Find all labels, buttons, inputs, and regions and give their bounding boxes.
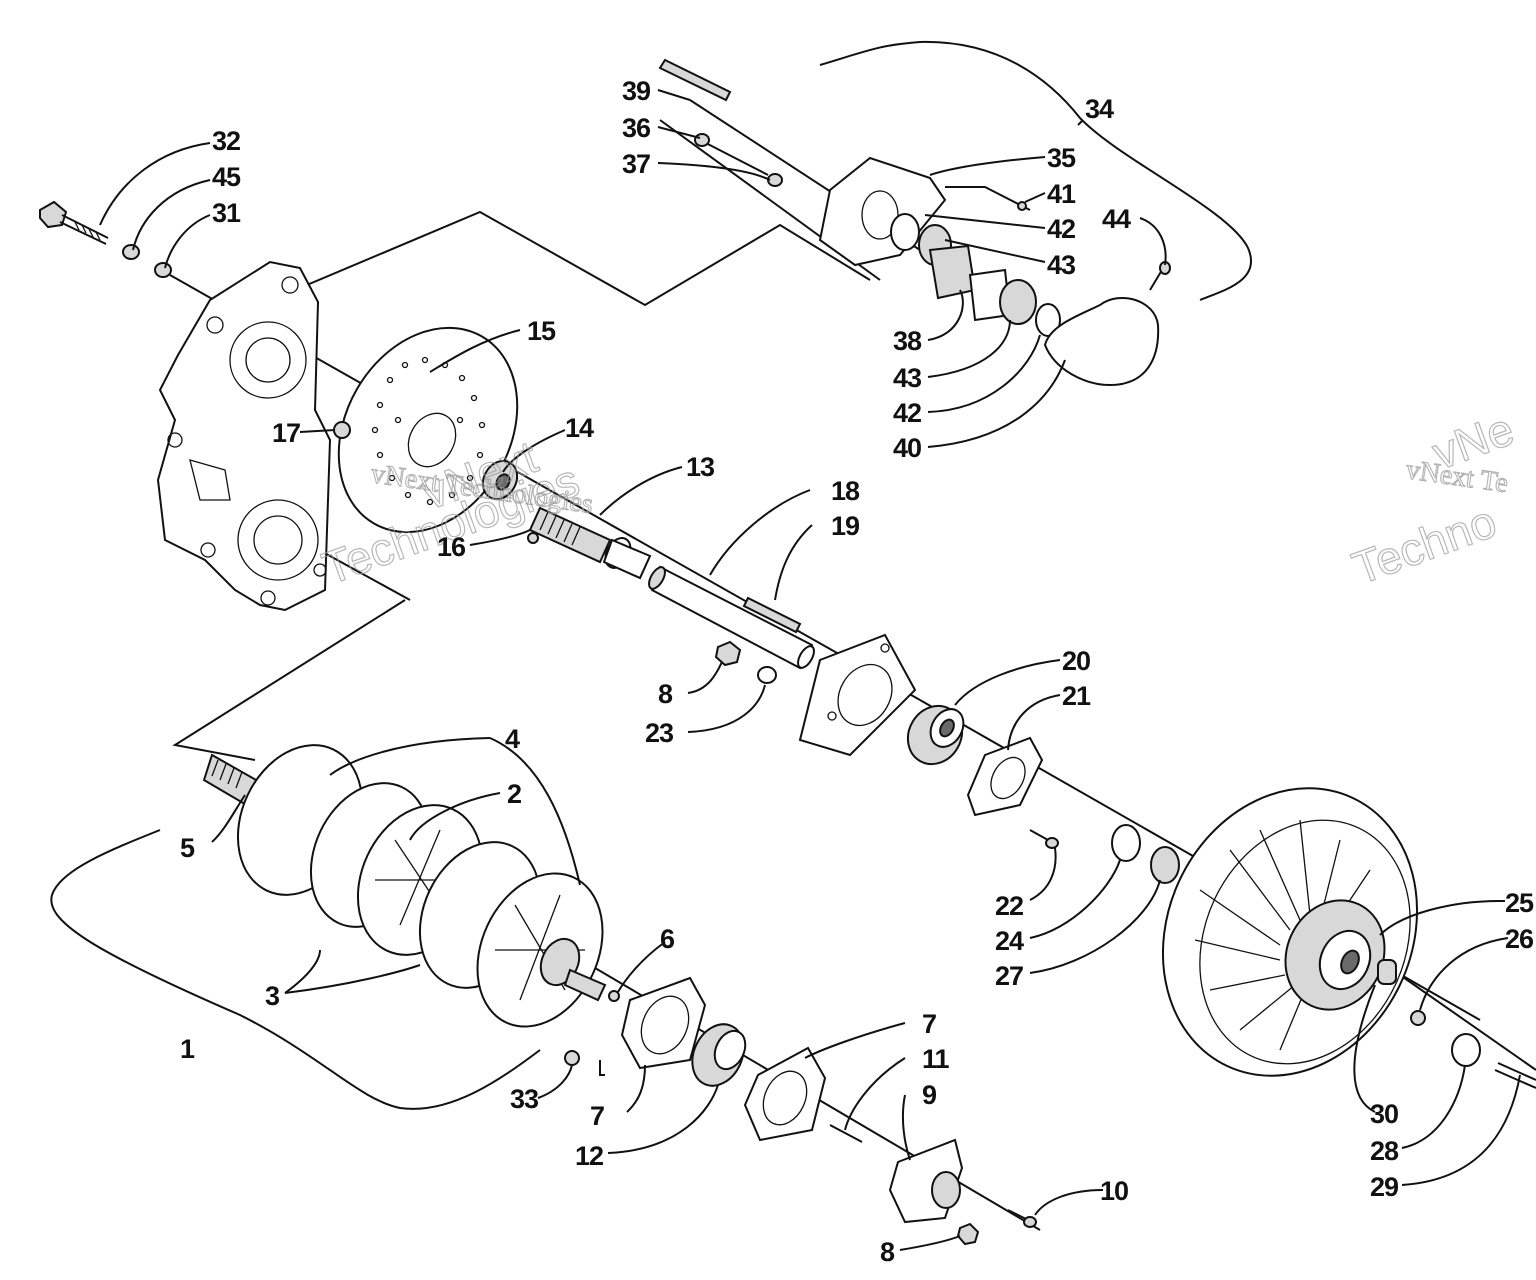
callout-labels: 32 45 31 39 36 37 34 35 41 42 43 44 38 4… bbox=[180, 76, 1535, 1267]
callout-10: 10 bbox=[1100, 1176, 1128, 1206]
flange-7-right bbox=[743, 1046, 827, 1142]
callout-36: 36 bbox=[622, 113, 651, 143]
bearing-20 bbox=[906, 704, 965, 766]
key-19 bbox=[742, 596, 802, 634]
callout-23: 23 bbox=[645, 718, 674, 748]
bolt-32 bbox=[39, 200, 109, 245]
bolt-10 bbox=[1007, 1209, 1037, 1228]
bearing-12 bbox=[691, 1023, 747, 1087]
leader-lines bbox=[99, 89, 1521, 1251]
bearing-housing-9 bbox=[888, 1138, 964, 1224]
callout-42: 42 bbox=[893, 398, 921, 428]
callout-40: 40 bbox=[893, 433, 921, 463]
callout-25: 25 bbox=[1505, 888, 1534, 918]
callout-18: 18 bbox=[831, 476, 860, 506]
spacer-30 bbox=[1377, 959, 1397, 985]
bolt-6 bbox=[608, 990, 620, 1002]
callout-16: 16 bbox=[437, 532, 466, 562]
callout-19: 19 bbox=[831, 511, 860, 541]
group-bracket-34 bbox=[819, 40, 1252, 301]
pin-11 bbox=[829, 1124, 863, 1143]
callout-30: 30 bbox=[1370, 1099, 1398, 1129]
washer-26 bbox=[1410, 1010, 1426, 1026]
callout-41: 41 bbox=[1047, 179, 1076, 209]
shaft-13 bbox=[528, 506, 652, 580]
callout-1: 1 bbox=[180, 1034, 195, 1064]
callout-42: 42 bbox=[1047, 214, 1075, 244]
callout-35: 35 bbox=[1047, 143, 1076, 173]
callout-14: 14 bbox=[565, 413, 594, 443]
callout-22: 22 bbox=[995, 891, 1023, 921]
callout-6: 6 bbox=[660, 924, 675, 954]
drive-shaft-sprocket-assembly bbox=[202, 744, 607, 1028]
washer-27 bbox=[1150, 846, 1180, 884]
callout-12: 12 bbox=[575, 1141, 603, 1171]
callout-43: 43 bbox=[893, 363, 922, 393]
callout-21: 21 bbox=[1062, 681, 1091, 711]
callout-3: 3 bbox=[265, 981, 280, 1011]
callout-26: 26 bbox=[1505, 924, 1534, 954]
callout-7: 7 bbox=[590, 1101, 604, 1131]
callout-31: 31 bbox=[212, 198, 241, 228]
callout-33: 33 bbox=[510, 1084, 539, 1114]
callout-4: 4 bbox=[505, 724, 520, 754]
callout-11: 11 bbox=[922, 1044, 950, 1074]
callout-38: 38 bbox=[893, 326, 922, 356]
callout-2: 2 bbox=[507, 779, 521, 809]
driven-clutch bbox=[1161, 787, 1419, 1077]
callout-32: 32 bbox=[212, 126, 240, 156]
brake-caliper-assembly bbox=[658, 58, 1171, 387]
callout-37: 37 bbox=[622, 149, 650, 179]
washer-28 bbox=[1451, 1033, 1481, 1067]
nut-8-lower bbox=[956, 1222, 980, 1246]
nut-17 bbox=[333, 421, 351, 439]
callout-27: 27 bbox=[995, 961, 1023, 991]
sleeve-18 bbox=[648, 565, 815, 670]
bolt-33 bbox=[564, 1050, 580, 1066]
bolt-16 bbox=[527, 532, 539, 544]
callout-8: 8 bbox=[880, 1237, 895, 1267]
washer-24 bbox=[1111, 824, 1141, 862]
callout-5: 5 bbox=[180, 833, 195, 863]
callout-8: 8 bbox=[658, 679, 673, 709]
flange-7-left bbox=[620, 976, 707, 1070]
callout-17: 17 bbox=[272, 418, 300, 448]
nut-8-upper bbox=[714, 640, 742, 667]
callout-9: 9 bbox=[922, 1080, 937, 1110]
callout-45: 45 bbox=[212, 162, 241, 192]
callout-34: 34 bbox=[1085, 94, 1114, 124]
hub-14 bbox=[481, 459, 519, 501]
washer-23 bbox=[757, 666, 777, 684]
bolt-22 bbox=[1029, 829, 1059, 849]
callout-28: 28 bbox=[1370, 1136, 1399, 1166]
bolt-29 bbox=[1494, 1062, 1536, 1089]
bleeder-44 bbox=[1149, 261, 1171, 291]
connector-lines bbox=[172, 186, 1031, 1076]
callout-43: 43 bbox=[1047, 250, 1076, 280]
bearing-plate bbox=[798, 633, 917, 757]
callout-29: 29 bbox=[1370, 1172, 1399, 1202]
callout-39: 39 bbox=[622, 76, 651, 106]
callout-24: 24 bbox=[995, 926, 1024, 956]
flange-21 bbox=[966, 736, 1044, 817]
callout-7: 7 bbox=[922, 1009, 936, 1039]
group-bracket-1 bbox=[50, 829, 541, 1110]
washer-31 bbox=[154, 262, 172, 278]
watermark-text: Techno bbox=[1346, 495, 1503, 595]
washer-45 bbox=[122, 244, 140, 260]
callout-20: 20 bbox=[1062, 646, 1090, 676]
callout-13: 13 bbox=[686, 452, 715, 482]
gear-case-housing bbox=[156, 260, 332, 612]
callout-44: 44 bbox=[1102, 204, 1131, 234]
callout-15: 15 bbox=[527, 316, 556, 346]
